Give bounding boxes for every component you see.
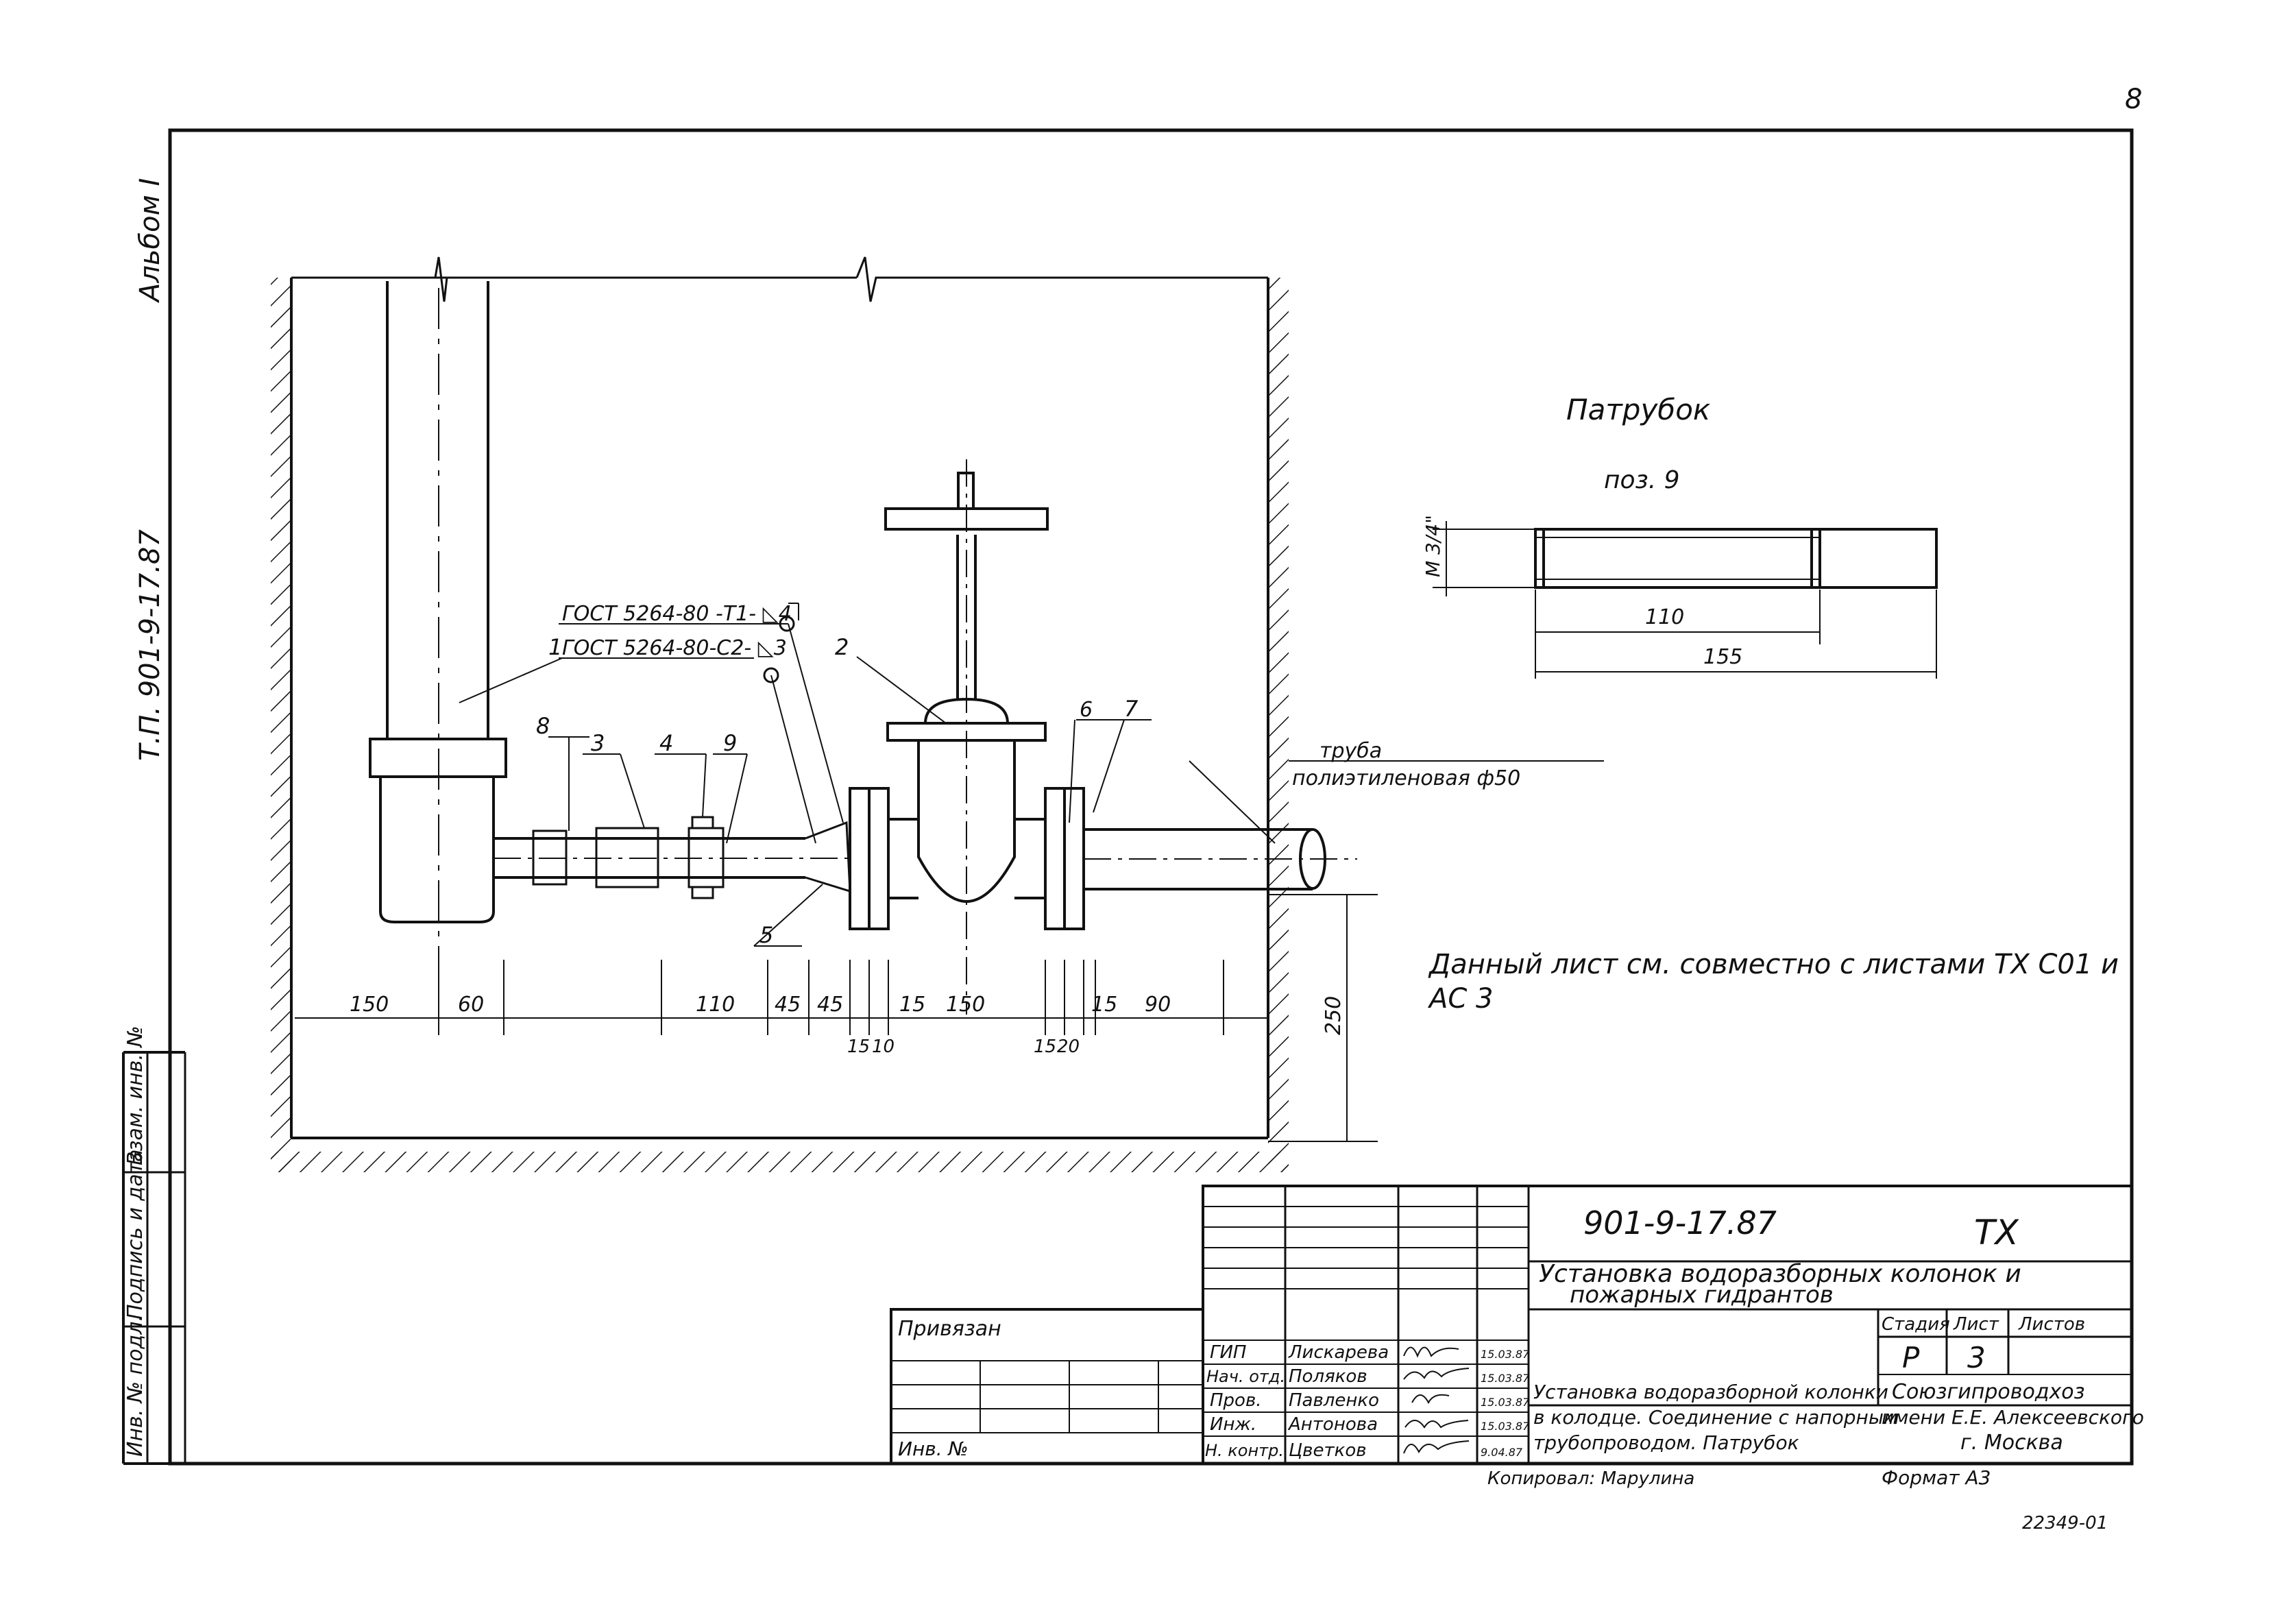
role-nach-otd: Нач. отд.	[1206, 1367, 1285, 1386]
position-1: 1	[548, 634, 562, 660]
date-nach-otd: 15.03.87	[1481, 1372, 1530, 1385]
project-code-vertical: Т.П. 901-9-17.87	[134, 529, 166, 761]
page-number: 8	[2125, 84, 2142, 115]
copied-by: Копировал: Марулина	[1487, 1468, 1694, 1489]
org-2: имени Е.Е. Алексеевского	[1882, 1406, 2144, 1429]
position-8: 8	[536, 713, 550, 739]
name-inzh: Антонова	[1287, 1414, 1378, 1435]
note-line-2: АС 3	[1427, 983, 1493, 1015]
dim-110: 110	[696, 993, 735, 1017]
doc-code: 901-9-17.87	[1583, 1204, 1777, 1241]
gate-valve	[849, 459, 1085, 1015]
dim-15-a: 15	[899, 993, 925, 1017]
gost-callout-1: ГОСТ 5264-80 -Т1- ◺4	[562, 602, 792, 626]
position-7: 7	[1124, 696, 1139, 722]
detail-subtitle: поз. 9	[1604, 466, 1680, 494]
stamp-vzam-inv: Взам. инв. №	[123, 1026, 147, 1165]
detail-dimensions	[1433, 521, 1937, 679]
position-4: 4	[659, 730, 673, 756]
stamp-inv-podl: Инв. № подл.	[123, 1315, 147, 1457]
stage-value: Р	[1902, 1341, 1920, 1374]
dim-150-left: 150	[350, 993, 389, 1017]
dim-60: 60	[458, 993, 484, 1017]
leader-lines	[459, 603, 1604, 947]
dim-15-c: 15	[847, 1037, 870, 1057]
date-gip: 15.03.87	[1481, 1348, 1530, 1361]
name-gip: Лискарева	[1288, 1342, 1389, 1363]
pipe-label-2: полиэтиленовая ф50	[1292, 766, 1520, 790]
sheet-title-2: в колодце. Соединение с напорным	[1533, 1406, 1898, 1429]
doc-mark: ТХ	[1974, 1213, 2020, 1252]
position-3: 3	[591, 730, 605, 756]
date-prov: 15.03.87	[1481, 1396, 1530, 1409]
org-3: г. Москва	[1960, 1431, 2063, 1455]
format-label: Формат А3	[1882, 1466, 1991, 1489]
project-name-2: пожарных гидрантов	[1570, 1281, 1834, 1309]
org-1: Союзгипроводхоз	[1892, 1380, 2085, 1404]
stage-header: Стадия	[1882, 1314, 1950, 1335]
detail-dim-155: 155	[1703, 645, 1742, 669]
dim-20: 20	[1057, 1037, 1080, 1057]
well-chamber	[271, 256, 1289, 1172]
role-inzh: Инж.	[1210, 1414, 1256, 1435]
signatures	[1403, 1346, 1470, 1454]
gost-callout-2: ГОСТ 5264-80-С2- ◺3	[562, 636, 787, 660]
vertical-riser-pipe	[369, 281, 507, 1035]
dim-150-valve: 150	[946, 993, 985, 1017]
pipe-connection-assembly	[494, 816, 851, 899]
detail-dim-110: 110	[1645, 605, 1684, 629]
inv-no-label: Инв. №	[898, 1438, 969, 1460]
sheet-value: 3	[1967, 1341, 1986, 1374]
date-inzh: 15.03.87	[1481, 1420, 1530, 1433]
position-2: 2	[835, 634, 849, 660]
position-9: 9	[723, 730, 737, 756]
archive-stamp: 22349-01	[2022, 1513, 2108, 1534]
dim-45-a: 45	[775, 993, 801, 1017]
name-n-kontr: Цветков	[1289, 1440, 1367, 1461]
date-n-kontr: 9.04.87	[1481, 1446, 1523, 1459]
stamp-signature-date: Подпись и дата	[123, 1150, 147, 1320]
sheets-header: Листов	[2018, 1314, 2085, 1335]
name-prov: Павленко	[1289, 1390, 1379, 1411]
album-label: Альбом I	[134, 178, 166, 304]
dim-10: 10	[872, 1037, 895, 1057]
role-prov: Пров.	[1210, 1390, 1262, 1411]
sheet-header: Лист	[1953, 1314, 1999, 1335]
position-6: 6	[1080, 698, 1093, 722]
sheet-title-1: Установка водоразборной колонки	[1533, 1381, 1888, 1403]
nipple-detail	[1534, 528, 1938, 589]
detail-thread: М 3/4"	[1422, 515, 1444, 577]
project-name-1: Установка водоразборных колонок и	[1539, 1260, 2021, 1288]
role-n-kontr: Н. контр.	[1205, 1441, 1284, 1460]
title-block	[890, 1185, 2133, 1465]
note-line-1: Данный лист см. совместно с листами ТХ С…	[1428, 949, 2119, 980]
detail-title: Патрубок	[1566, 393, 1711, 426]
dim-90: 90	[1145, 993, 1171, 1017]
polyethylene-pipe	[1084, 828, 1357, 890]
role-gip: ГИП	[1210, 1342, 1247, 1363]
dim-15-b: 15	[1091, 993, 1117, 1017]
dim-45-b: 45	[817, 993, 843, 1017]
position-5: 5	[759, 922, 773, 948]
name-nach-otd: Поляков	[1289, 1366, 1367, 1387]
privyazan-label: Привязан	[898, 1317, 1001, 1341]
dimension-chain	[295, 894, 1378, 1142]
pipe-label-1: труба	[1319, 739, 1382, 763]
dim-250: 250	[1322, 996, 1346, 1035]
dim-15-d: 15	[1034, 1037, 1056, 1057]
sheet-title-3: трубопроводом. Патрубок	[1533, 1431, 1799, 1454]
